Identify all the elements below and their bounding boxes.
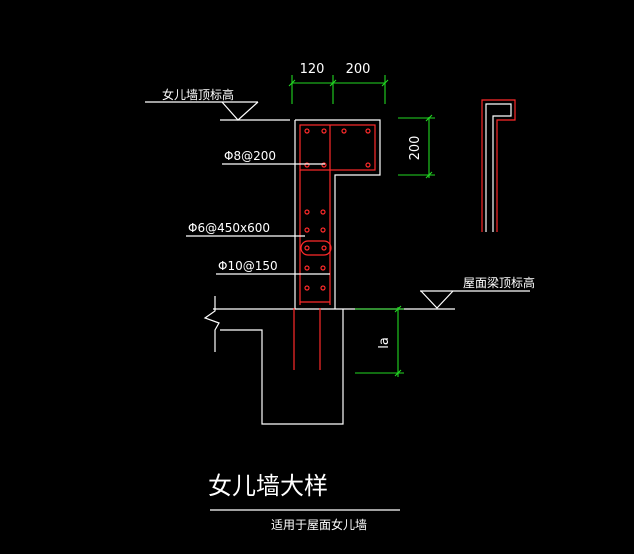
dimension-anchorage [355, 305, 404, 377]
label-rebar-top: Φ8@200 [224, 149, 276, 163]
dim-cap-height: 200 [408, 136, 423, 161]
rebar [293, 124, 376, 370]
dim-width-left: 120 [300, 62, 325, 77]
label-roof-beam-top-elevation: 屋面梁顶标高 [463, 275, 535, 290]
dim-anchorage: la [377, 337, 392, 349]
drawing-subtitle: 适用于屋面女儿墙 [271, 517, 367, 532]
roof-beam-elevation-marker [420, 290, 530, 309]
label-rebar-tie: Φ6@450x600 [188, 221, 270, 235]
drawing-title: 女儿墙大样 [208, 472, 328, 500]
parapet-outline [203, 119, 455, 425]
dimension-right-cap [398, 114, 435, 179]
label-rebar-vertical: Φ10@150 [218, 259, 278, 273]
dimension-top [288, 75, 389, 104]
label-parapet-top-elevation: 女儿墙顶标高 [162, 87, 234, 102]
dim-width-right: 200 [346, 62, 371, 77]
rebar-leaders [186, 163, 330, 275]
side-detail [481, 99, 516, 232]
parapet-top-elevation-marker [145, 101, 290, 121]
